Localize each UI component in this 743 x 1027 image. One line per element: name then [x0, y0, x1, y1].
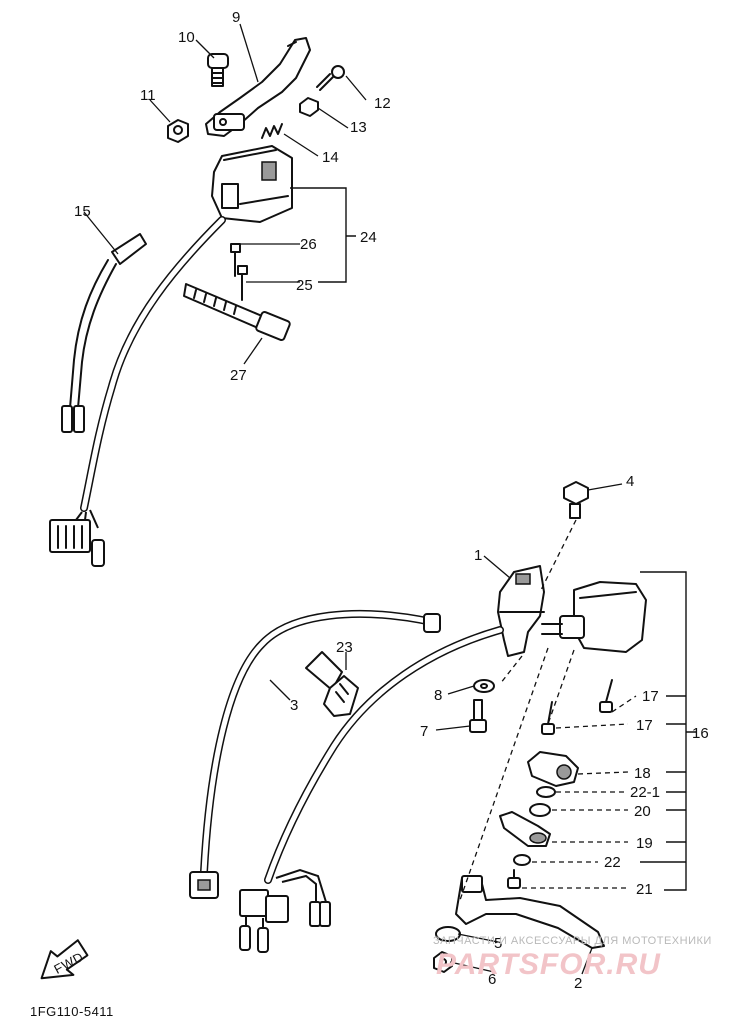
collar-13 — [299, 97, 319, 117]
lever-holder-1 — [497, 565, 545, 657]
washer-8 — [473, 679, 495, 693]
watermark: ЗАПЧАСТИ И АКСЕССУАРЫ ДЛЯ МОТОТЕХНИКИ PA… — [433, 935, 712, 981]
bolt-10 — [207, 53, 229, 87]
cable-3 — [189, 609, 441, 899]
callout-12: 12 — [374, 95, 391, 112]
callout-5: 5 — [494, 935, 502, 952]
watermark-tagline: ЗАПЧАСТИ И АКСЕССУАРЫ ДЛЯ МОТОТЕХНИКИ — [433, 935, 712, 947]
callout-labels: 9 10 11 12 13 14 15 24 26 25 27 4 1 23 8… — [74, 9, 709, 992]
watermark-logo: PARTSFOR.RU — [436, 948, 661, 981]
screw-21 — [507, 869, 521, 889]
callout-17b: 17 — [636, 717, 653, 734]
handlebar-switch-24 — [211, 145, 293, 223]
bottom-leaders — [269, 483, 696, 975]
bolt-4 — [563, 481, 589, 519]
washer-20 — [529, 803, 551, 817]
washer-22 — [513, 854, 531, 866]
screw-17a — [599, 679, 613, 713]
callout-2: 2 — [574, 975, 582, 992]
handlebar-switch-16 — [541, 581, 647, 653]
nut-6 — [433, 951, 453, 973]
screw-12 — [316, 65, 345, 91]
nut-11 — [167, 119, 189, 143]
switch-harness-right — [239, 626, 504, 953]
callout-1: 1 — [474, 547, 482, 564]
callout-11: 11 — [140, 87, 156, 104]
washer-22-1 — [536, 786, 556, 798]
callout-26: 26 — [300, 236, 317, 253]
callout-9: 9 — [232, 9, 240, 26]
callout-7: 7 — [420, 723, 428, 740]
lever-2 — [455, 875, 605, 949]
switch-23 — [305, 651, 359, 717]
callout-17a: 17 — [642, 688, 659, 705]
callout-10: 10 — [178, 29, 195, 46]
lever-9 — [205, 37, 311, 137]
top-leaders — [83, 23, 367, 365]
callout-13: 13 — [350, 119, 367, 136]
callout-3: 3 — [290, 697, 298, 714]
callout-24: 24 — [360, 229, 377, 246]
spring-14 — [261, 123, 283, 139]
switch-harness-left — [49, 216, 226, 567]
callout-8: 8 — [434, 687, 442, 704]
callout-27: 27 — [230, 367, 247, 384]
callout-15: 15 — [74, 203, 91, 220]
switch-15 — [61, 233, 147, 433]
callout-21: 21 — [636, 881, 653, 898]
callout-22: 22 — [604, 854, 621, 871]
throttle-guide-18 — [527, 751, 579, 787]
callout-19: 19 — [636, 835, 653, 852]
screw-26 — [230, 243, 241, 277]
callout-22-1: 22-1 — [630, 784, 660, 801]
callout-18: 18 — [634, 765, 651, 782]
cable-band-27 — [183, 283, 291, 341]
knob-19 — [499, 811, 551, 847]
screw-25 — [237, 265, 248, 301]
callout-4: 4 — [626, 473, 634, 490]
diagram-code: 1FG110-5411 — [30, 1004, 114, 1019]
callout-25: 25 — [296, 277, 313, 294]
callout-16: 16 — [692, 725, 709, 742]
screw-17b — [541, 701, 555, 735]
callout-6: 6 — [488, 971, 496, 988]
forward-arrow-icon — [40, 939, 89, 980]
callout-14: 14 — [322, 149, 339, 166]
bolt-7 — [469, 699, 487, 733]
callout-20: 20 — [634, 803, 651, 820]
callout-23: 23 — [336, 639, 353, 656]
